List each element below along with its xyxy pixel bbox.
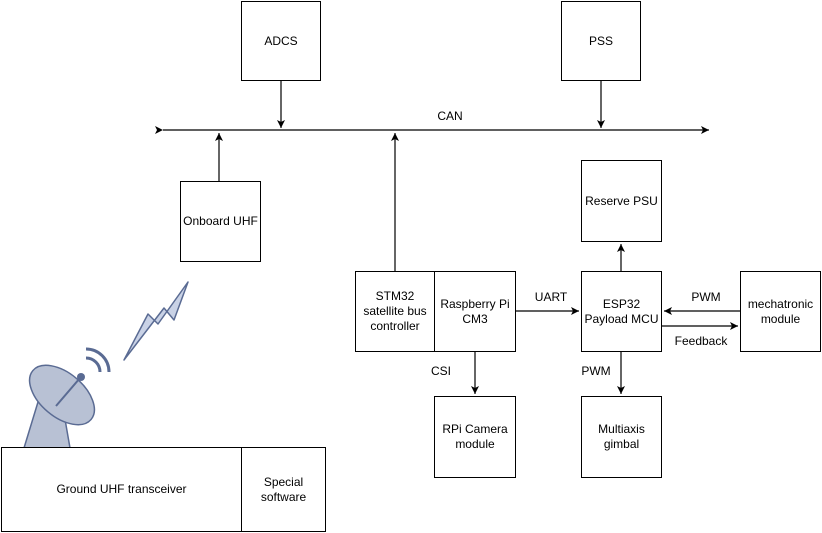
feedback-label: Feedback bbox=[674, 334, 728, 348]
lightning-bolt-icon bbox=[123, 281, 189, 361]
reserve-psu-block: Reserve PSU bbox=[581, 160, 662, 242]
pss-block: PSS bbox=[561, 1, 641, 81]
special-software-block: Special software bbox=[241, 447, 326, 532]
wireless-signal-icon bbox=[85, 356, 102, 373]
satellite-dish-icon bbox=[22, 347, 111, 449]
esp32-block: ESP32 Payload MCU bbox=[581, 271, 662, 352]
adcs-block: ADCS bbox=[241, 1, 321, 81]
pwm-gimbal-label: PWM bbox=[581, 364, 611, 378]
csi-label: CSI bbox=[430, 364, 452, 378]
ground-uhf-block: Ground UHF transceiver bbox=[1, 447, 242, 532]
gimbal-block: Multiaxis gimbal bbox=[581, 396, 662, 478]
rpi-camera-block: RPi Camera module bbox=[434, 396, 516, 478]
onboard-uhf-block: Onboard UHF bbox=[180, 181, 261, 262]
stm32-block: STM32 satellite bus controller bbox=[355, 271, 435, 352]
can-label: CAN bbox=[437, 109, 463, 123]
pwm-mech-label: PWM bbox=[691, 290, 721, 304]
uart-label: UART bbox=[534, 290, 568, 304]
mechatronic-block: mechatronic module bbox=[740, 271, 821, 352]
raspberry-pi-block: Raspberry Pi CM3 bbox=[434, 271, 516, 352]
